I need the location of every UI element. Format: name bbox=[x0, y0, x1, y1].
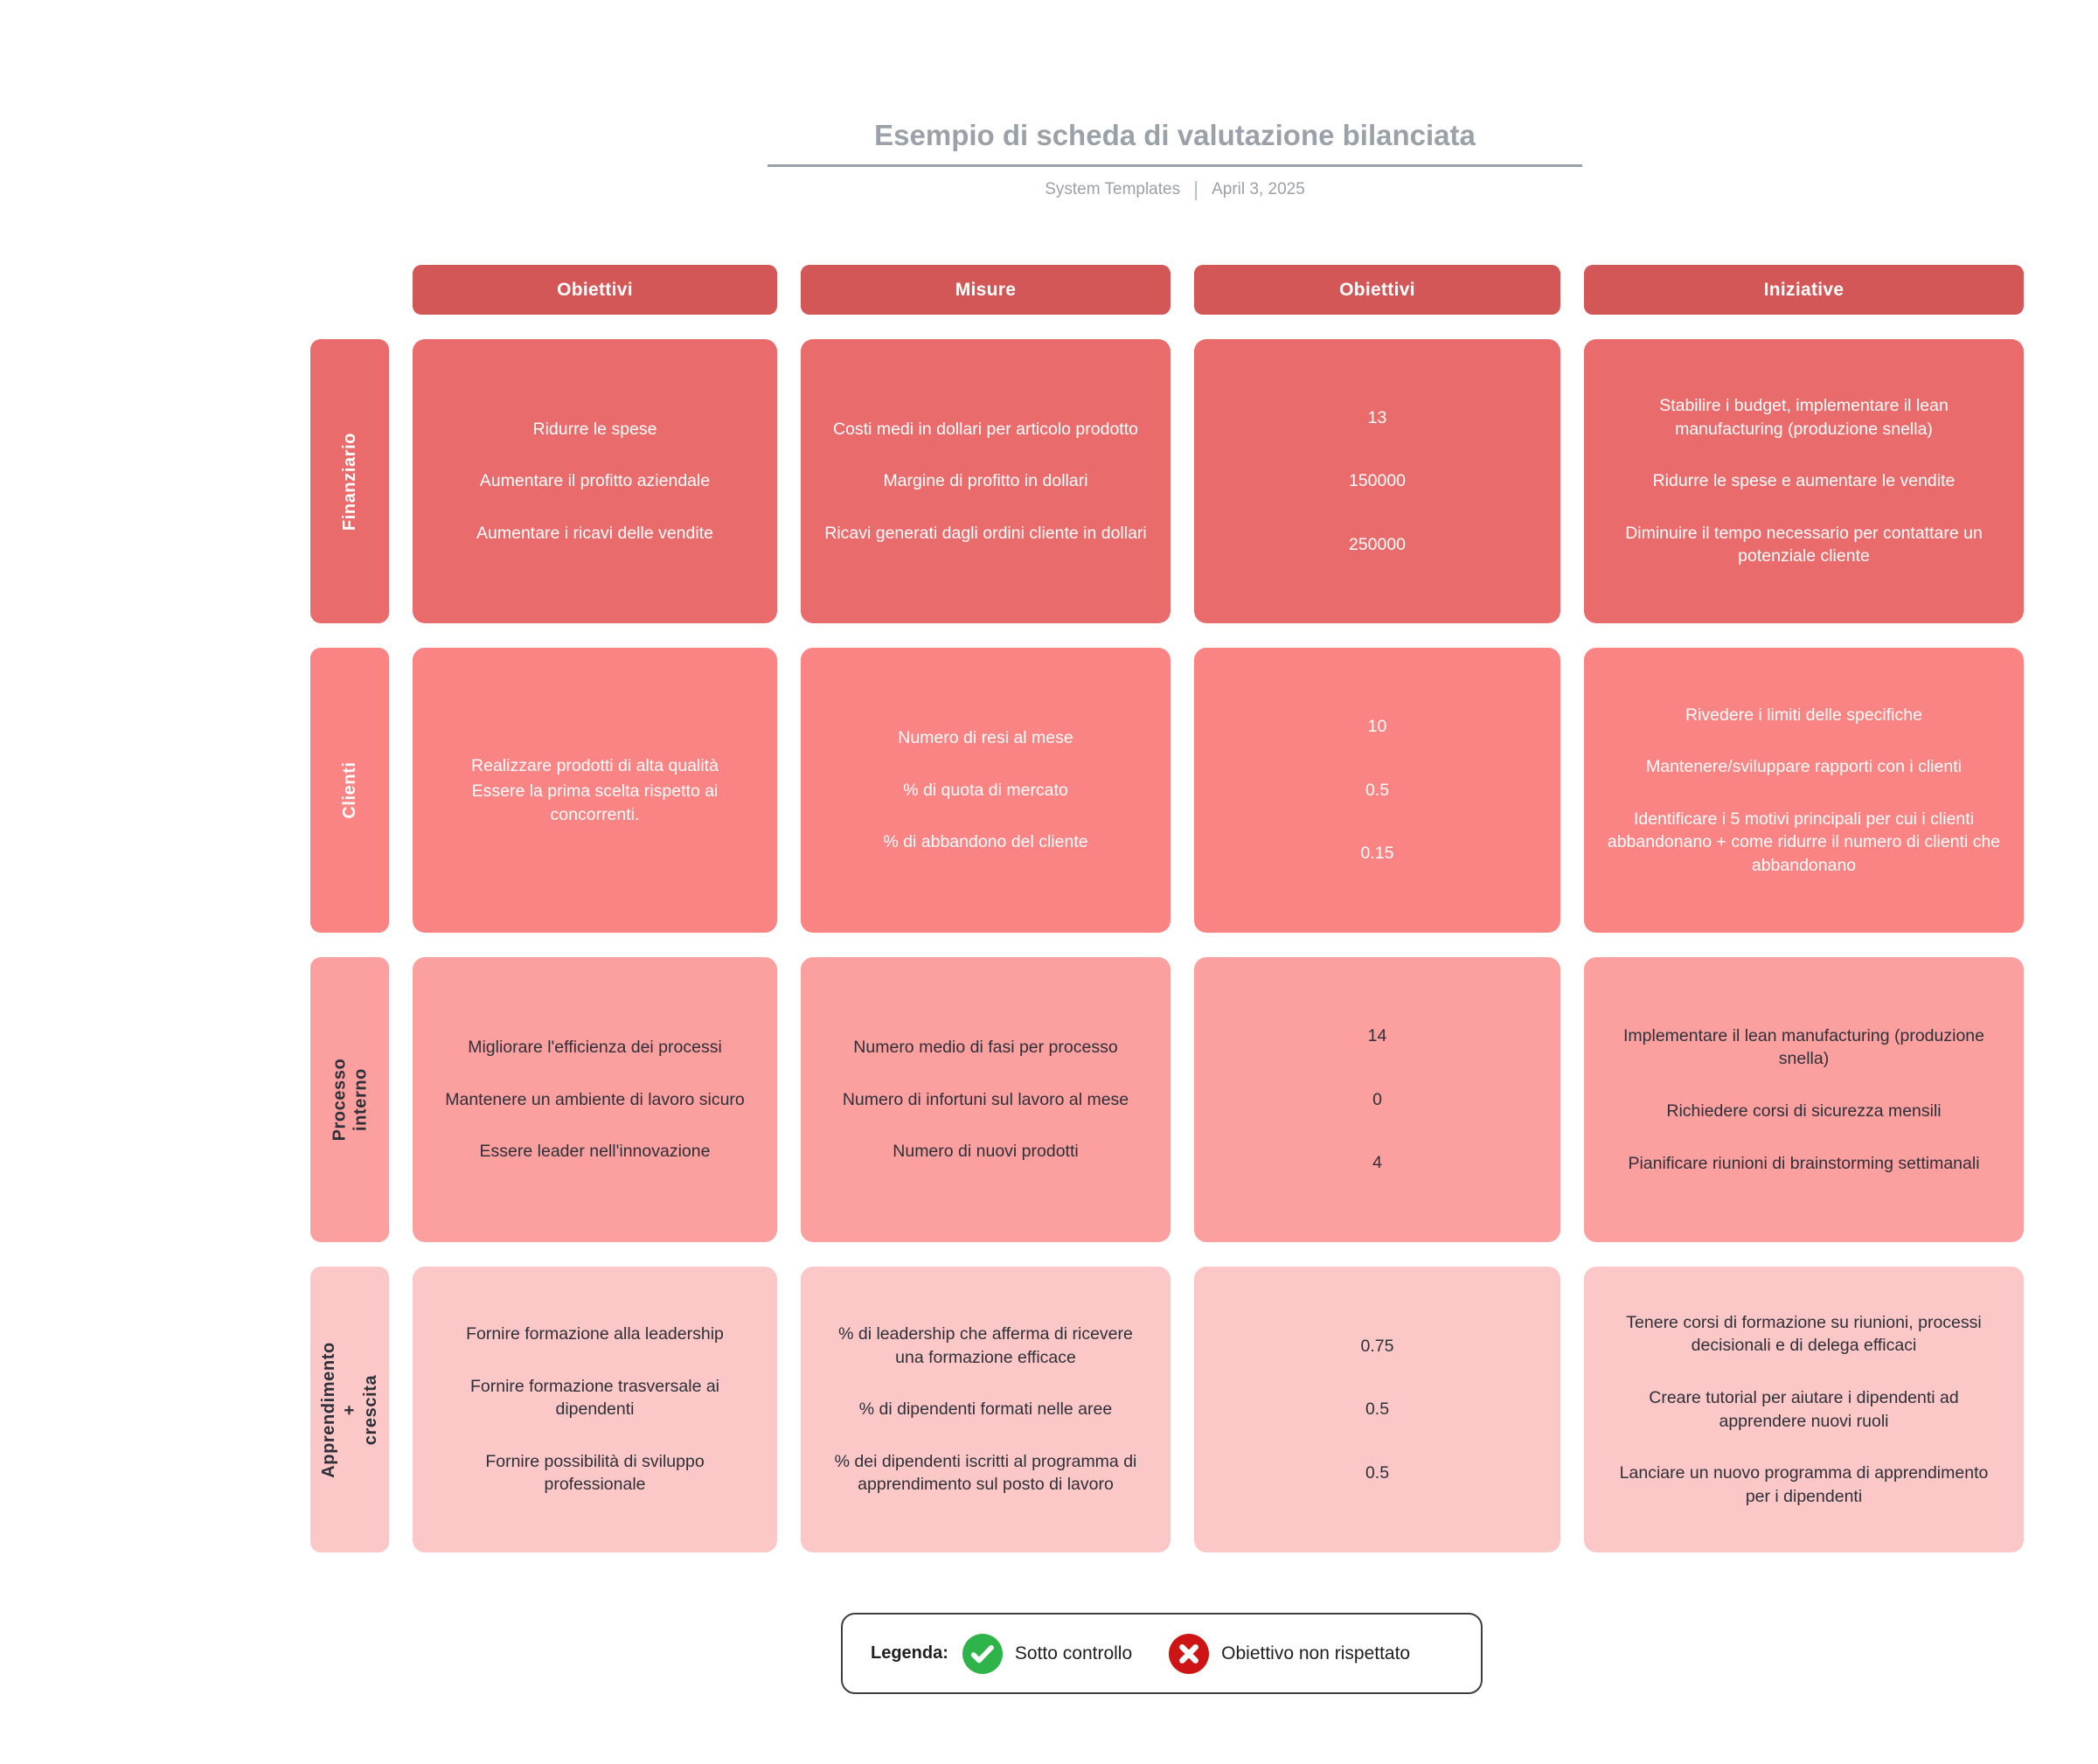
cell-text: Ricavi generati dagli ordini cliente in … bbox=[824, 523, 1147, 543]
row-label-text: Processo interno bbox=[330, 1058, 371, 1142]
date-label: April 3, 2025 bbox=[1212, 179, 1305, 198]
row-label-text: Finanziario bbox=[340, 432, 360, 531]
scorecard-grid: Obiettivi Misure Obiettivi Iniziative Fi… bbox=[310, 265, 2024, 1552]
row-label: Processo interno bbox=[310, 957, 389, 1242]
x-circle-icon bbox=[1169, 1633, 1210, 1674]
cell-text: 0.5 bbox=[1365, 780, 1390, 800]
scorecard-cell: Numero di resi al mese % di quota di merc… bbox=[801, 648, 1171, 933]
cell-text: Numero di infortuni sul lavoro al mese bbox=[842, 1089, 1129, 1109]
row-label-text: Clienti bbox=[340, 761, 359, 819]
cell-text: Margine di profitto in dollari bbox=[883, 471, 1088, 491]
cell-text: Essere la prima scelta rispetto ai conco… bbox=[471, 781, 719, 824]
cell-text: 0.75 bbox=[1360, 1336, 1394, 1356]
column-header-misure: Misure bbox=[801, 265, 1171, 315]
cell-text: % dei dipendenti iscritti al programma d… bbox=[834, 1451, 1137, 1495]
cell-text: Fornire possibilità di sviluppo professi… bbox=[485, 1451, 705, 1495]
scorecard-cell: Implementare il lean manufacturing (prod… bbox=[1584, 957, 2024, 1242]
cell-text: 4 bbox=[1372, 1153, 1382, 1173]
cell-text: % di abbandono del cliente bbox=[883, 832, 1088, 852]
cell-text: Pianificare riunioni di brainstorming se… bbox=[1628, 1153, 1980, 1173]
row-label: Finanziario bbox=[310, 339, 389, 623]
cell-text: Creare tutorial per aiutare i dipendenti… bbox=[1649, 1387, 1959, 1431]
legend-item-label: Obiettivo non rispettato bbox=[1221, 1642, 1411, 1663]
cell-text: 0.5 bbox=[1365, 1462, 1390, 1483]
subtitle-divider: | bbox=[1193, 177, 1199, 200]
cell-text: Numero di resi al mese bbox=[898, 728, 1073, 748]
column-header-obiettivi-2: Obiettivi bbox=[1194, 265, 1560, 315]
scorecard-cell: 14 0 4 bbox=[1194, 957, 1560, 1242]
legend-title: Legenda: bbox=[871, 1643, 948, 1663]
cell-text: Richiedere corsi di sicurezza mensili bbox=[1666, 1101, 1942, 1121]
cell-text: % di quota di mercato bbox=[903, 780, 1068, 800]
cell-text: 250000 bbox=[1348, 534, 1407, 554]
scorecard-cell: Costi medi in dollari per articolo prodo… bbox=[801, 339, 1171, 623]
cell-text: 0 bbox=[1372, 1089, 1382, 1109]
cell-text: Realizzare prodotti di alta qualità bbox=[471, 755, 719, 775]
cell-text: 14 bbox=[1367, 1026, 1387, 1046]
cell-text: 0.5 bbox=[1365, 1399, 1390, 1420]
cell-text: Tenere corsi di formazione su riunioni, … bbox=[1626, 1312, 1982, 1356]
row-label: Clienti bbox=[310, 648, 389, 933]
legend-item-label: Sotto controllo bbox=[1014, 1642, 1133, 1663]
cell-text: 150000 bbox=[1348, 471, 1407, 491]
legend-item-under-control: Sotto controllo bbox=[962, 1633, 1133, 1674]
scorecard-cell: Tenere corsi di formazione su riunioni, … bbox=[1584, 1267, 2024, 1552]
cell-text: % di leadership che afferma di ricevere … bbox=[838, 1324, 1133, 1367]
check-circle-icon bbox=[962, 1633, 1003, 1674]
cell-text: Stabilire i budget, implementare il lean… bbox=[1659, 396, 1949, 439]
row-label-text: Apprendimento + crescita bbox=[319, 1341, 381, 1478]
legend-item-target-missed: Obiettivo non rispettato bbox=[1169, 1633, 1411, 1674]
scorecard-cell: 0.75 0.5 0.5 bbox=[1194, 1267, 1560, 1552]
cell-text: Implementare il lean manufacturing (prod… bbox=[1623, 1025, 1984, 1069]
cell-text: Mantenere/sviluppare rapporti con i clie… bbox=[1646, 757, 1962, 777]
cell-text: 10 bbox=[1367, 717, 1387, 737]
cell-text: 13 bbox=[1367, 407, 1387, 427]
cell-text: Mantenere un ambiente di lavoro sicuro bbox=[445, 1089, 745, 1109]
cell-text: Fornire formazione trasversale ai dipend… bbox=[469, 1376, 720, 1420]
legend: Legenda: Sotto controllo Obiettivo non r… bbox=[841, 1613, 1483, 1694]
column-header-obiettivi-1: Obiettivi bbox=[413, 265, 777, 315]
cell-text: Fornire formazione alla leadership bbox=[466, 1324, 724, 1344]
cell-text: 0.15 bbox=[1360, 844, 1394, 864]
scorecard-cell: Stabilire i budget, implementare il lean… bbox=[1584, 339, 2024, 623]
scorecard-cell: 13 150000 250000 bbox=[1194, 339, 1560, 623]
cell-text: % di dipendenti formati nelle aree bbox=[858, 1399, 1113, 1420]
cell-text: Migliorare l'efficienza dei processi bbox=[468, 1038, 722, 1058]
cell-text: Aumentare i ricavi delle vendite bbox=[476, 523, 713, 543]
cell-text: Identificare i 5 motivi principali per c… bbox=[1607, 809, 2001, 875]
cell-text: Essere leader nell'innovazione bbox=[479, 1142, 711, 1162]
cell-text: Aumentare il profitto aziendale bbox=[479, 471, 711, 491]
cell-text: Numero di nuovi prodotti bbox=[893, 1142, 1079, 1162]
page-title: Esempio di scheda di valutazione bilanci… bbox=[768, 119, 1582, 167]
scorecard-cell: 10 0.5 0.15 bbox=[1194, 648, 1560, 933]
cell-text: Numero medio di fasi per processo bbox=[853, 1038, 1118, 1058]
title-block: Esempio di scheda di valutazione bilanci… bbox=[768, 119, 1582, 201]
cell-text: Lanciare un nuovo programma di apprendim… bbox=[1619, 1463, 1989, 1506]
cell-text: Diminuire il tempo necessario per contat… bbox=[1625, 523, 1983, 566]
scorecard-cell: % di leadership che afferma di ricevere … bbox=[801, 1267, 1171, 1552]
page-subtitle: System Templates | April 3, 2025 bbox=[768, 177, 1582, 201]
cell-text: Ridurre le spese bbox=[532, 419, 657, 439]
corner-spacer bbox=[310, 265, 389, 315]
column-header-iniziative: Iniziative bbox=[1584, 265, 2024, 315]
row-label: Apprendimento + crescita bbox=[310, 1267, 389, 1552]
cell-text: Rivedere i limiti delle specifiche bbox=[1685, 705, 1922, 725]
author-label: System Templates bbox=[1045, 179, 1181, 198]
cell-text: Costi medi in dollari per articolo prodo… bbox=[832, 419, 1138, 439]
cell-text: Ridurre le spese e aumentare le vendite bbox=[1652, 471, 1956, 491]
